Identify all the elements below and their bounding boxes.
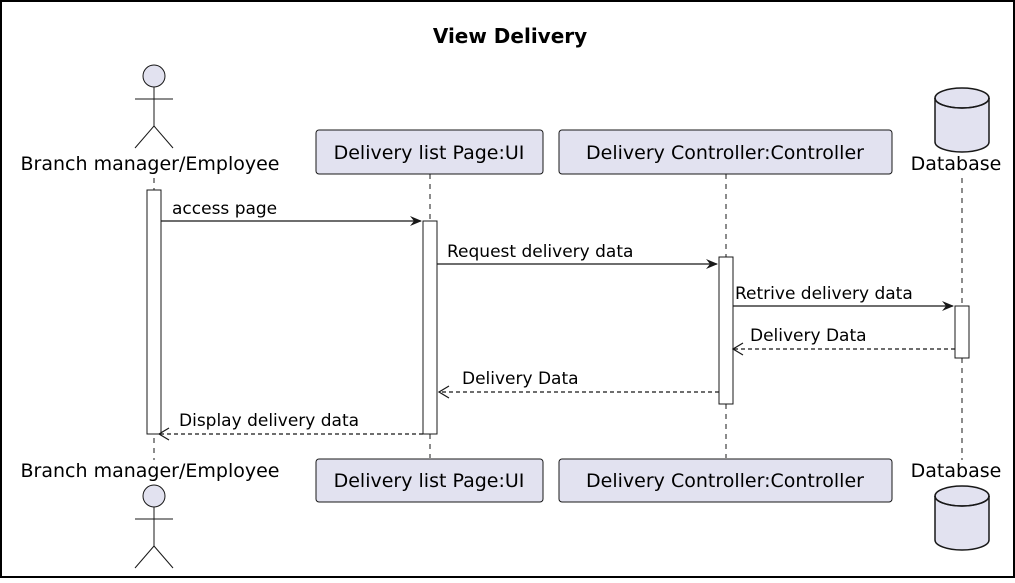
- database-icon-top: [934, 87, 990, 153]
- message-label-2: Request delivery data: [447, 242, 633, 262]
- participant-ui-bottom: [315, 458, 544, 503]
- message-arrowhead-4: [731, 342, 744, 356]
- diagram-title: View Delivery: [433, 24, 587, 48]
- database-label-top: Database: [911, 153, 1002, 175]
- activation-database: [954, 305, 970, 359]
- activation-actor: [146, 189, 162, 435]
- activation-ui: [422, 220, 438, 435]
- participant-controller-top: [558, 129, 893, 175]
- message-arrowhead-6: [157, 427, 170, 441]
- message-arrowhead-5: [437, 385, 450, 399]
- database-icon-bottom: [934, 485, 990, 551]
- activation-controller: [718, 256, 734, 405]
- message-label-1: access page: [172, 199, 277, 219]
- message-label-3: Retrive delivery data: [735, 284, 913, 304]
- participant-controller-label-top: Delivery Controller:Controller: [586, 142, 864, 164]
- participant-ui-label-bottom: Delivery list Page:UI: [334, 470, 525, 492]
- message-label-6: Display delivery data: [179, 411, 359, 431]
- message-label-5: Delivery Data: [462, 369, 579, 389]
- participant-ui-top: [315, 129, 544, 175]
- participant-controller-bottom: [558, 458, 893, 503]
- database-label-bottom: Database: [911, 460, 1002, 482]
- participant-ui-label-top: Delivery list Page:UI: [334, 142, 525, 164]
- actor-label-bottom: Branch manager/Employee: [21, 460, 280, 482]
- message-label-4: Delivery Data: [750, 326, 867, 346]
- participant-controller-label-bottom: Delivery Controller:Controller: [586, 470, 864, 492]
- actor-icon-bottom: [134, 484, 174, 569]
- actor-label-top: Branch manager/Employee: [21, 153, 280, 175]
- actor-icon-top: [134, 64, 174, 149]
